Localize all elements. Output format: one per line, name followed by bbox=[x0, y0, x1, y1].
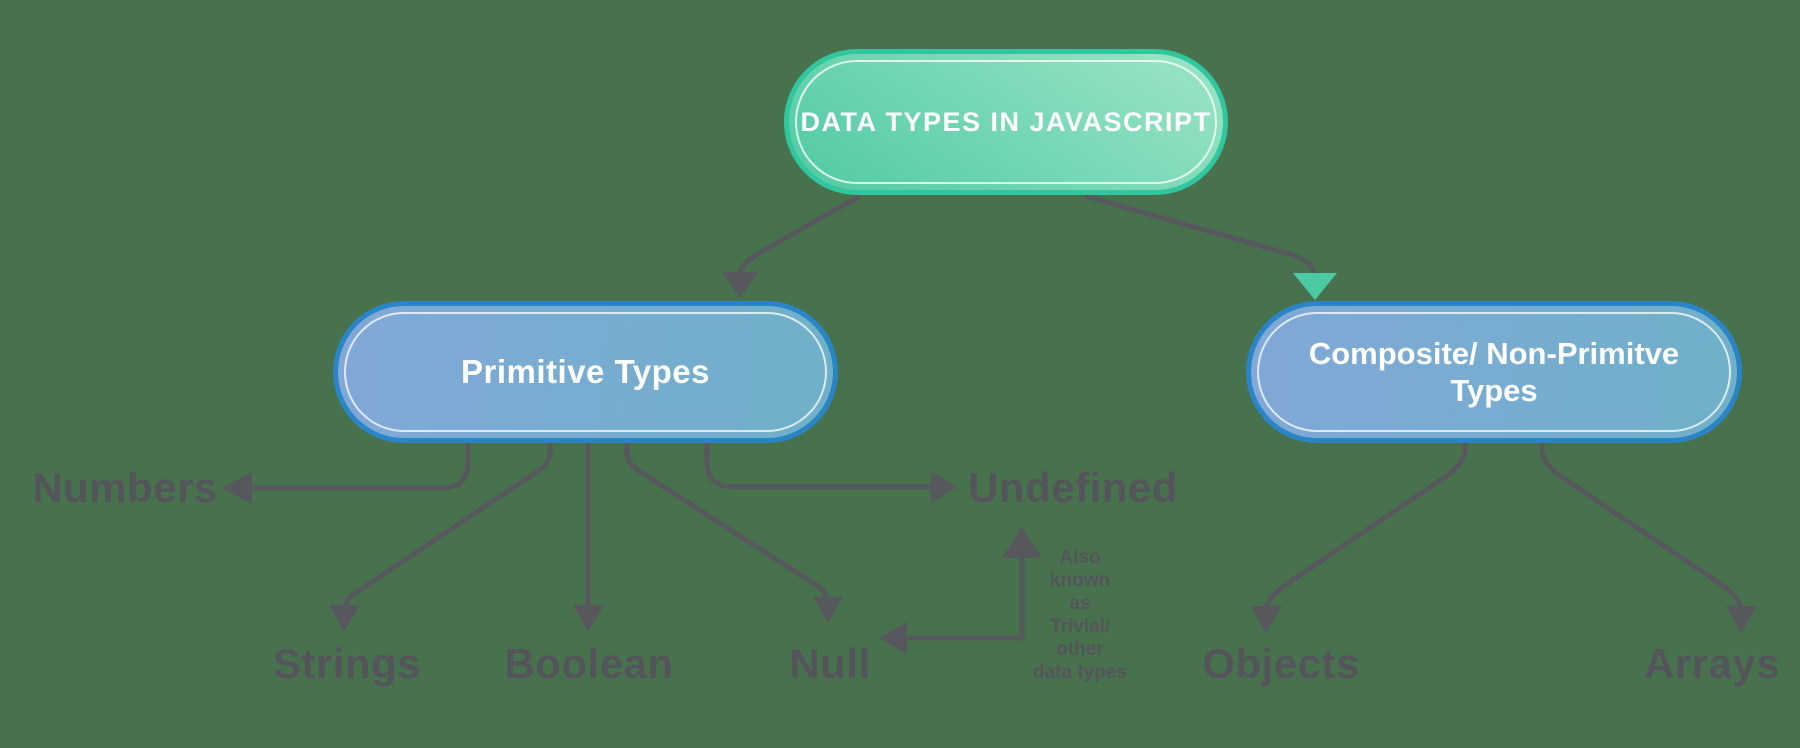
node-root-label: DATA TYPES IN JAVASCRIPT bbox=[800, 106, 1212, 137]
note-line: known bbox=[1049, 570, 1111, 591]
arrowhead-undefined bbox=[931, 471, 957, 503]
node-data-types-in-javascript: DATA TYPES IN JAVASCRIPT bbox=[784, 49, 1228, 195]
note-line: other bbox=[1056, 639, 1104, 660]
connector-null bbox=[624, 436, 830, 600]
node-primitive-types: Primitive Types bbox=[333, 301, 838, 443]
connector-undefined bbox=[704, 436, 933, 490]
arrowhead-objects bbox=[1251, 606, 1282, 633]
node-composite-types: Composite/ Non-Primitve Types bbox=[1246, 301, 1742, 443]
arrowhead-boolean bbox=[573, 605, 604, 632]
note-also-known-as: Also known as Trivial/ other data types bbox=[1033, 546, 1127, 684]
note-line: data types bbox=[1033, 662, 1127, 683]
node-composite-label: Composite/ Non-Primitve Types bbox=[1308, 335, 1680, 408]
note-line: Trivial/ bbox=[1049, 616, 1111, 637]
connector-strings bbox=[342, 436, 553, 609]
node-primitive-label: Primitive Types bbox=[461, 353, 710, 390]
note-line: as bbox=[1069, 593, 1091, 614]
leaf-null: Null bbox=[789, 640, 871, 687]
leaf-arrays: Arrays bbox=[1643, 640, 1781, 687]
arrowhead-null bbox=[813, 597, 843, 623]
leaf-strings: Strings bbox=[272, 640, 422, 687]
note-line: Also bbox=[1059, 547, 1101, 568]
arrowhead-numbers bbox=[222, 472, 252, 504]
leaf-undefined: Undefined bbox=[968, 464, 1178, 511]
connector-root-to-composite bbox=[1084, 193, 1317, 277]
arrowhead-arrays bbox=[1726, 606, 1757, 633]
connector-root-to-primitive bbox=[737, 193, 862, 277]
arrowhead-root-to-primitive bbox=[722, 272, 758, 298]
connector-arrays bbox=[1539, 436, 1744, 609]
leaf-boolean: Boolean bbox=[504, 640, 674, 687]
leaf-numbers: Numbers bbox=[32, 464, 218, 511]
connector-numbers bbox=[250, 436, 471, 491]
connector-objects bbox=[1263, 436, 1468, 609]
connector-note-elbow bbox=[905, 556, 1025, 641]
arrowhead-strings bbox=[329, 605, 360, 632]
arrowhead-note-left bbox=[879, 622, 907, 654]
leaf-objects: Objects bbox=[1202, 640, 1360, 687]
arrowhead-root-to-composite bbox=[1293, 273, 1337, 300]
arrowhead-note-up bbox=[1002, 527, 1042, 558]
